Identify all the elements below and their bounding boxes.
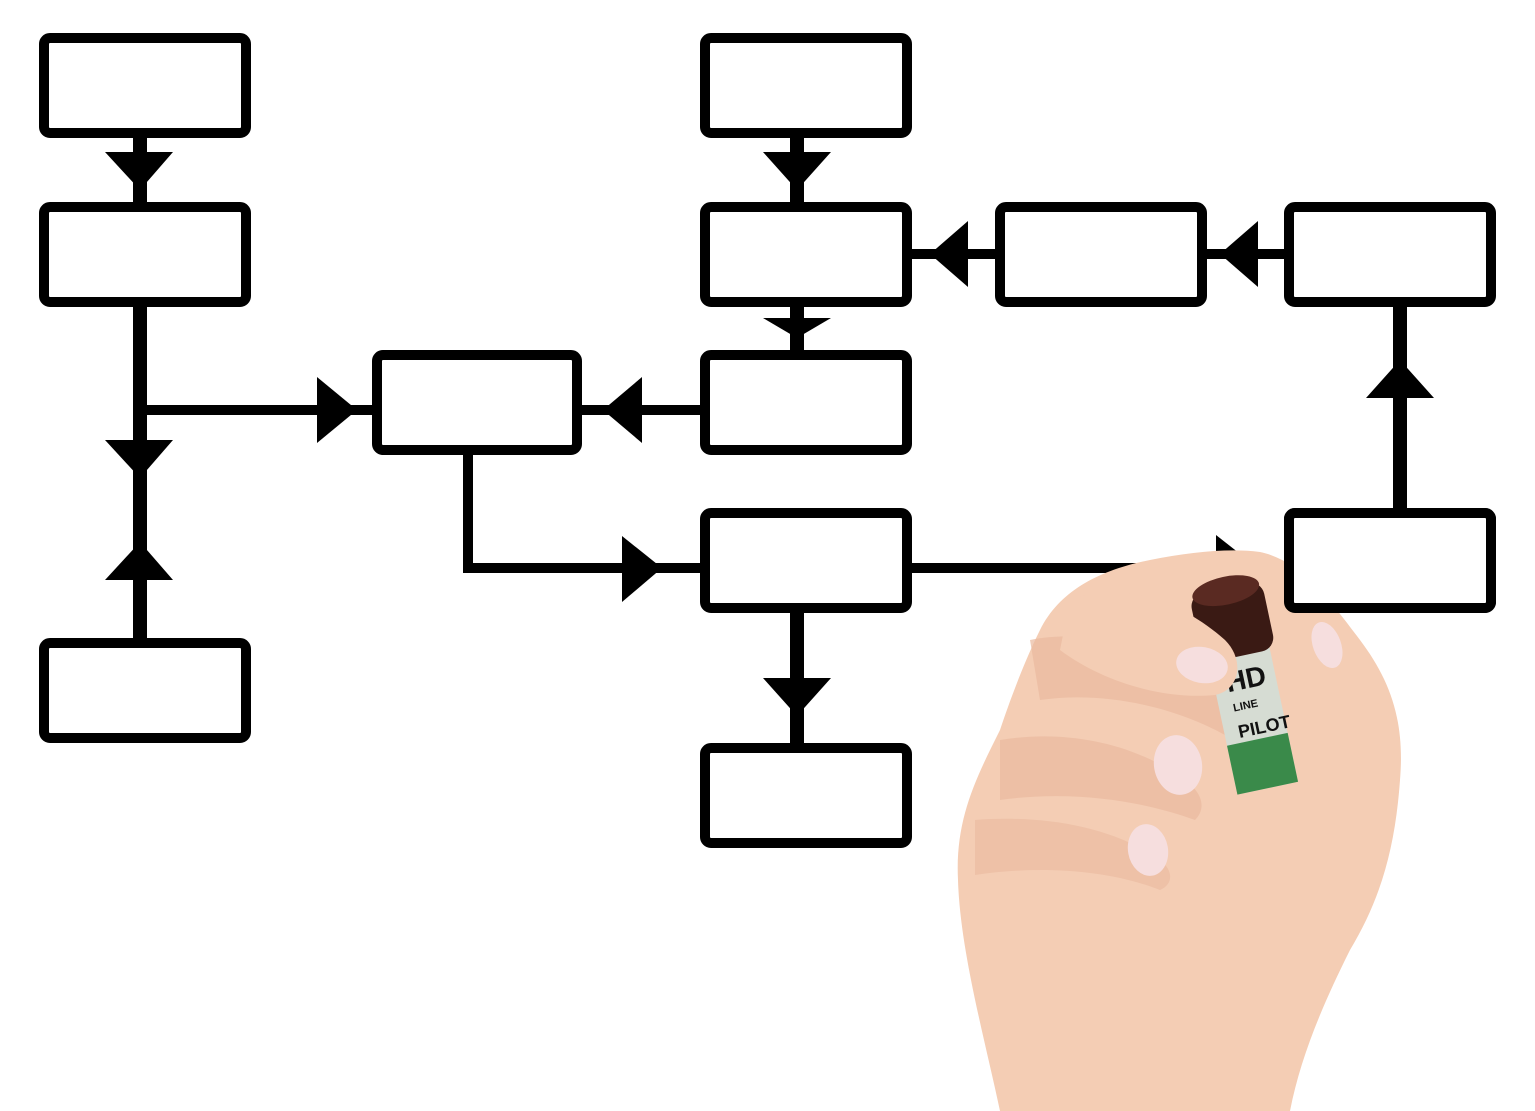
- marker-line-text: LINE: [1232, 698, 1259, 715]
- arrowhead-b3-b4: [105, 542, 173, 580]
- flow-box: [1284, 202, 1496, 307]
- flow-box-top: [1284, 508, 1496, 613]
- arrowhead-b7-b8: [763, 318, 831, 338]
- arrowhead-b5-b9: [622, 536, 662, 602]
- arrowhead-b9-b13: [763, 678, 831, 716]
- arrowhead-b10-b7: [930, 221, 968, 287]
- marker-tip: [1192, 575, 1260, 607]
- arrowhead-b2-b4: [105, 440, 173, 478]
- flow-box: [700, 743, 912, 848]
- fingernail: [1176, 646, 1228, 684]
- fingernail: [1153, 735, 1203, 795]
- arrowhead-b1-b2: [105, 152, 173, 190]
- arrowhead-b6-b7: [763, 152, 831, 190]
- arrowhead-b2-b5: [317, 377, 357, 443]
- flow-box: [700, 350, 912, 455]
- flow-box: [700, 508, 912, 613]
- flow-box: [700, 202, 912, 307]
- hand-with-marker: HD LINE PILOT: [957, 550, 1401, 1111]
- flow-box: [39, 33, 251, 138]
- flow-box: [700, 33, 912, 138]
- edge-b5-b9: [463, 450, 705, 573]
- arrowhead-b8-b5: [603, 377, 642, 443]
- arrowhead-b11-b10: [1220, 221, 1258, 287]
- fingernail: [1127, 824, 1169, 876]
- finger-shade: [975, 818, 1171, 890]
- arrowhead-b12-b11: [1366, 360, 1434, 398]
- flow-box: [39, 202, 251, 307]
- flow-box: [39, 638, 251, 743]
- fingernail: [1311, 621, 1343, 669]
- flow-box: [372, 350, 582, 455]
- flow-box: [995, 202, 1207, 307]
- finger-shade: [1000, 736, 1202, 820]
- marker-band: [1227, 732, 1299, 795]
